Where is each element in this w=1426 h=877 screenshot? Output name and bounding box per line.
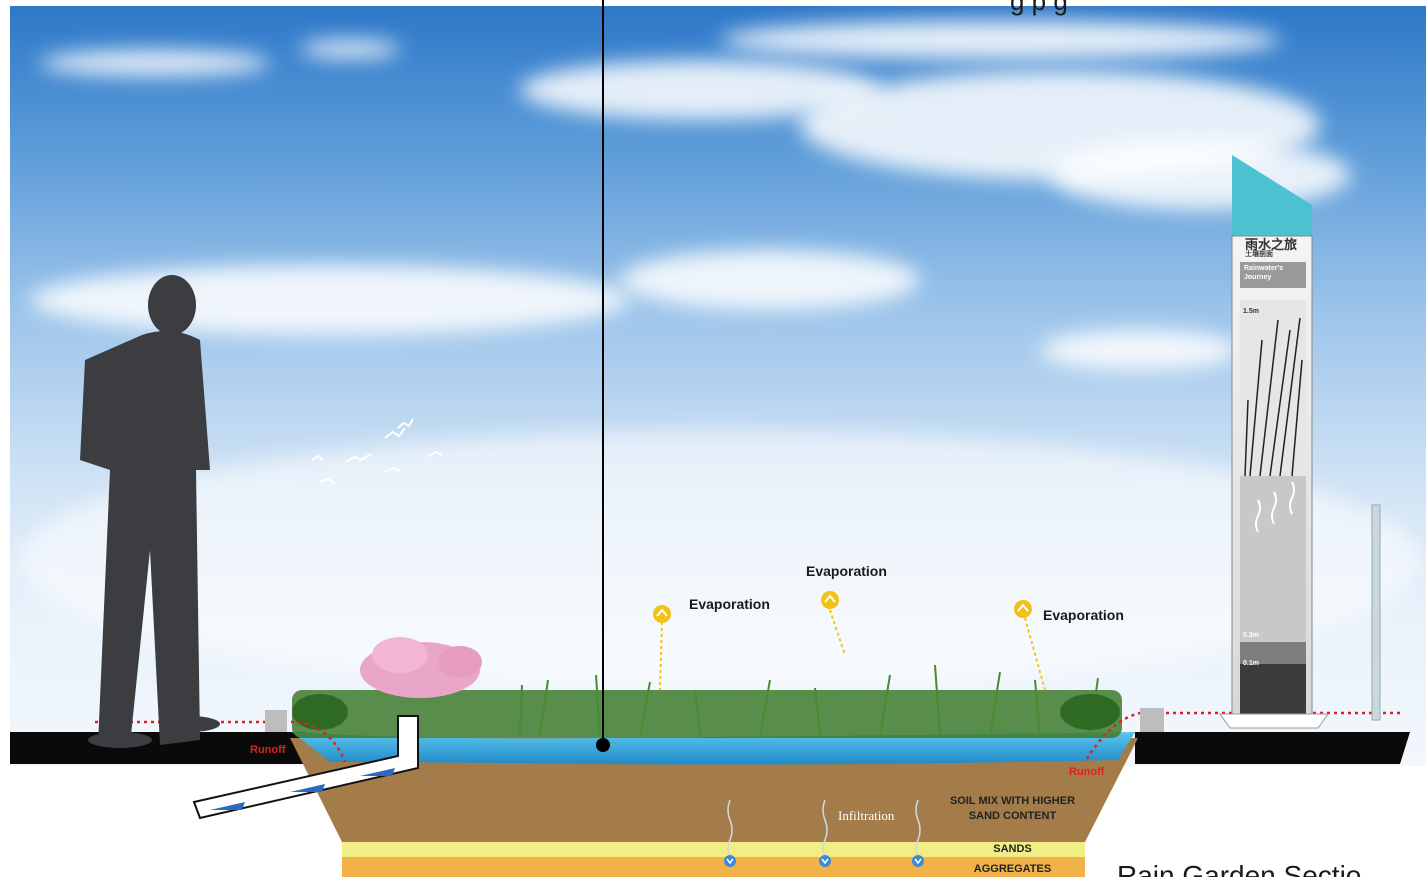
sign-mark-mid: 0.3m — [1243, 632, 1259, 639]
soil-mix-label-line2: SAND CONTENT — [968, 810, 1057, 822]
sands-label: SANDS — [993, 843, 1032, 855]
infiltration-label: Infiltration — [838, 808, 895, 823]
soil-mix-layer — [290, 738, 1138, 842]
curb-right — [1140, 708, 1164, 732]
infiltration-arrows — [724, 799, 924, 867]
cloud — [40, 50, 270, 76]
aggregates-layer — [342, 857, 1085, 877]
evaporation-arrows — [653, 591, 1046, 691]
sands-layer — [342, 842, 1085, 857]
sign-title-en: Rainwater's — [1244, 265, 1284, 272]
aggregates-label: AGGREGATES — [973, 863, 1052, 875]
left-ground-slab — [10, 732, 305, 764]
top-margin — [0, 0, 1426, 6]
soil-mix-label-line1: SOIL MIX WITH HIGHER — [949, 795, 1076, 807]
drain-pipe — [192, 715, 419, 820]
water-surface — [292, 732, 1135, 765]
sign-mark-top: 1.5m — [1243, 308, 1259, 315]
person-silhouette — [80, 275, 220, 748]
sign-title-en2: Journey — [1244, 274, 1272, 281]
cloud — [620, 250, 920, 310]
evaporation-label-center: Evaporation — [806, 563, 887, 579]
evaporation-label-left: Evaporation — [689, 596, 770, 612]
sign-subtitle-cn: 土壤剖面 — [1245, 251, 1273, 258]
runoff-label-right: Runoff — [1069, 766, 1105, 778]
runoff-label-left: Runoff — [250, 744, 286, 756]
cloud — [20, 430, 1420, 690]
cloud — [720, 20, 1280, 60]
runoff-lines — [95, 711, 1400, 763]
curb-left — [265, 710, 287, 732]
left-margin — [0, 0, 10, 877]
birds — [311, 418, 443, 484]
right-ground-slab — [1135, 732, 1410, 764]
pointer-dot — [596, 738, 610, 752]
signpost — [1219, 155, 1381, 729]
cloud — [1040, 330, 1240, 370]
sign-title-cn: 雨水之旅 — [1245, 237, 1298, 252]
plants — [292, 637, 1122, 738]
cloud — [30, 265, 630, 335]
section-title: Rain Garden Sectio — [1117, 860, 1362, 877]
cloud — [300, 40, 400, 58]
evaporation-label-right: Evaporation — [1043, 607, 1124, 623]
sign-mark-low: 0.1m — [1243, 660, 1259, 667]
top-text-fragment: g p g — [1010, 0, 1068, 16]
